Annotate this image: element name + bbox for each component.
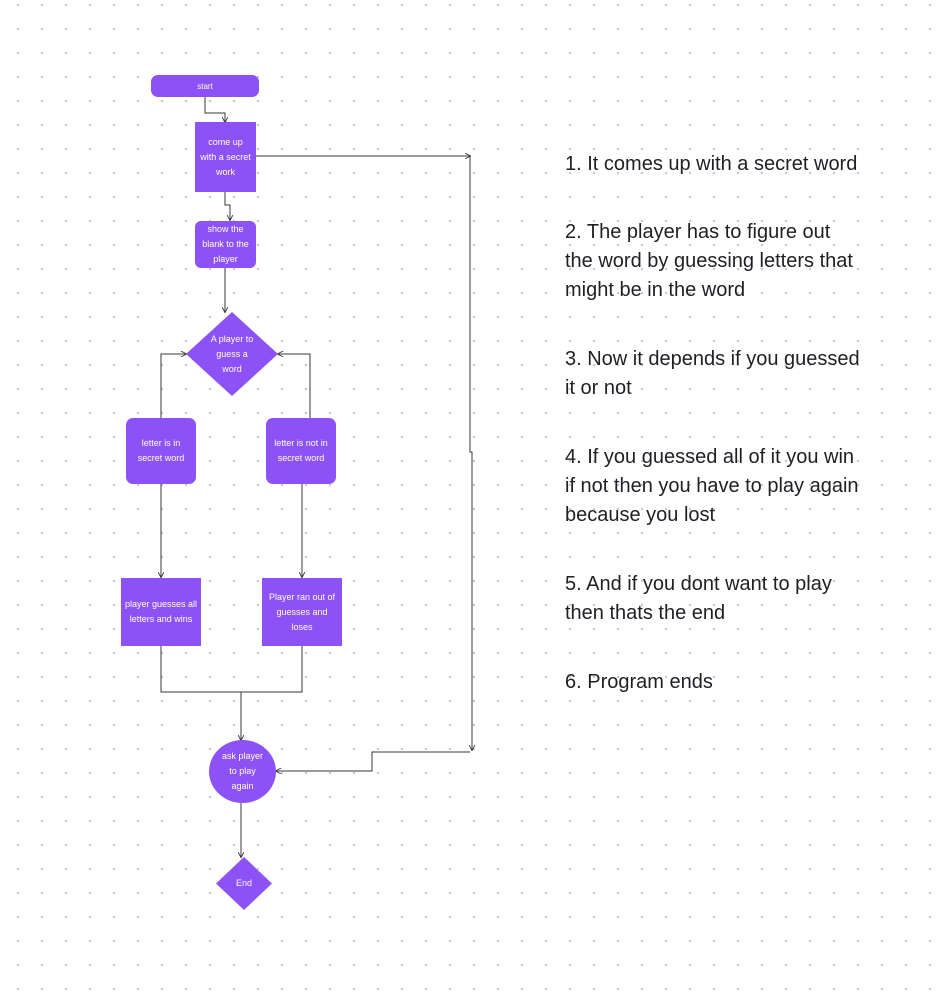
connector-wins-to-ask: [160, 646, 241, 740]
end-node[interactable]: End: [216, 857, 272, 910]
step-6: 6. Program ends: [565, 671, 713, 693]
ask-play-again-node[interactable]: ask player to play again: [209, 740, 276, 803]
connector-right-rail: [470, 156, 472, 750]
end-label: End: [235, 878, 252, 888]
player-loses-node[interactable]: Player ran out of guesses and loses: [262, 578, 342, 646]
step-2: 2. The player has to figure out the word…: [565, 221, 853, 301]
steps-list: 1. It comes up with a secret word 2. The…: [565, 150, 925, 697]
connector-loses-to-merge: [241, 646, 303, 693]
show-blank-node[interactable]: show the blank to the player: [195, 221, 256, 268]
secret-word-node[interactable]: come up with a secret work: [195, 122, 256, 192]
letter-in-word-node[interactable]: letter is in secret word: [126, 418, 196, 484]
diamond-shape: [186, 312, 278, 396]
connector-not-in-word-to-guess: [278, 354, 311, 418]
guess-decision-text: A player to guess a word: [186, 312, 278, 396]
player-wins-node[interactable]: player guesses all letters and wins: [121, 578, 201, 646]
letter-in-word-label: letter is in secret word: [137, 438, 185, 463]
step-5: 5. And if you dont want to play then tha…: [565, 573, 832, 624]
secret-word-label: come up with a secret work: [200, 136, 251, 177]
connector-in-word-to-guess: [160, 354, 186, 418]
end-text: End: [216, 857, 272, 910]
player-wins-label: player guesses all letters and wins: [124, 599, 198, 624]
guess-decision-label: A player to guess a word: [210, 333, 254, 374]
letter-not-in-word-node[interactable]: letter is not in secret word: [266, 418, 336, 484]
end-diamond-shape: [216, 857, 272, 910]
connector-start-to-secret: [204, 97, 225, 122]
connector-secret-to-blank: [224, 192, 230, 220]
show-blank-label: show the blank to the player: [202, 224, 249, 264]
guess-decision-node[interactable]: A player to guess a word: [186, 312, 278, 396]
ask-play-again-label: ask player to play again: [221, 751, 264, 791]
player-loses-label: Player ran out of guesses and loses: [268, 591, 336, 632]
step-4: 4. If you guessed all of it you win if n…: [565, 446, 859, 526]
letter-not-in-word-label: letter is not in secret word: [274, 438, 328, 463]
step-3: 3. Now it depends if you guessed it or n…: [565, 348, 860, 399]
start-node[interactable]: start: [151, 75, 259, 97]
connector-rail-to-ask: [276, 751, 470, 771]
step-1: 1. It comes up with a secret word: [565, 153, 858, 175]
start-label: start: [197, 81, 213, 91]
